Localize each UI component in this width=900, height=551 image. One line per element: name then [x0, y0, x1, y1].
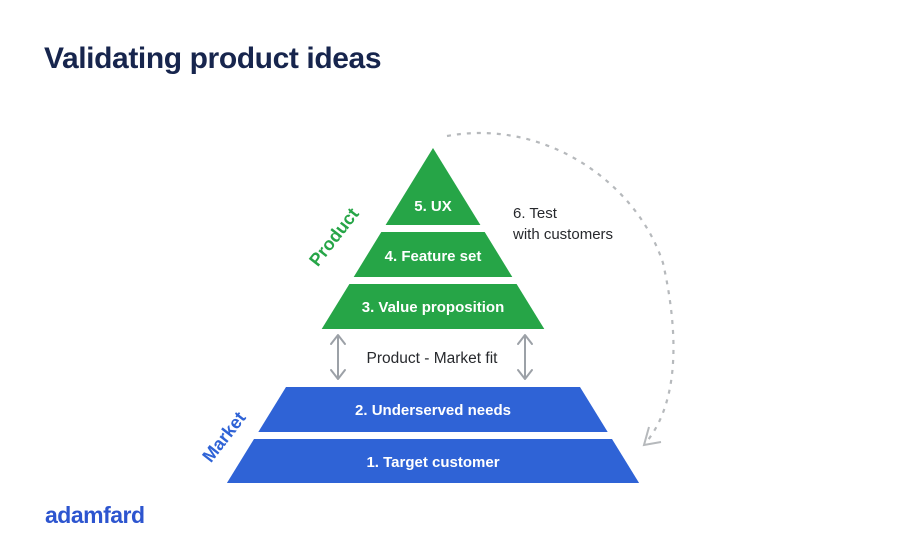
pyramid-layer-4-feature-set [353, 232, 513, 277]
layer-label-feature-set: 4. Feature set [385, 248, 482, 265]
market-side-label: Market [198, 408, 249, 466]
pyramid-layer-2-underserved-needs [258, 387, 608, 432]
test-loop-arrowhead-icon [642, 426, 662, 447]
test-annotation-line1: 6. Test [513, 205, 558, 222]
adamfard-logo: adamfard [45, 502, 145, 528]
layer-label-value-proposition: 3. Value proposition [362, 299, 505, 316]
page-title: Validating product ideas [44, 42, 382, 75]
fit-double-arrow-left-icon [330, 334, 346, 380]
product-side-label: Product [305, 204, 363, 270]
test-annotation-line2: with customers [512, 226, 613, 243]
layer-label-underserved-needs: 2. Underserved needs [355, 402, 511, 419]
pyramid-layer-5-ux [385, 148, 481, 225]
layer-label-target-customer: 1. Target customer [366, 454, 499, 471]
fit-double-arrow-right-icon [517, 334, 533, 380]
product-market-fit-label: Product - Market fit [367, 350, 499, 367]
pyramid-layer-3-value-proposition [321, 284, 545, 329]
pyramid-layer-1-target-customer [226, 439, 640, 483]
layer-label-ux: 5. UX [414, 198, 452, 215]
